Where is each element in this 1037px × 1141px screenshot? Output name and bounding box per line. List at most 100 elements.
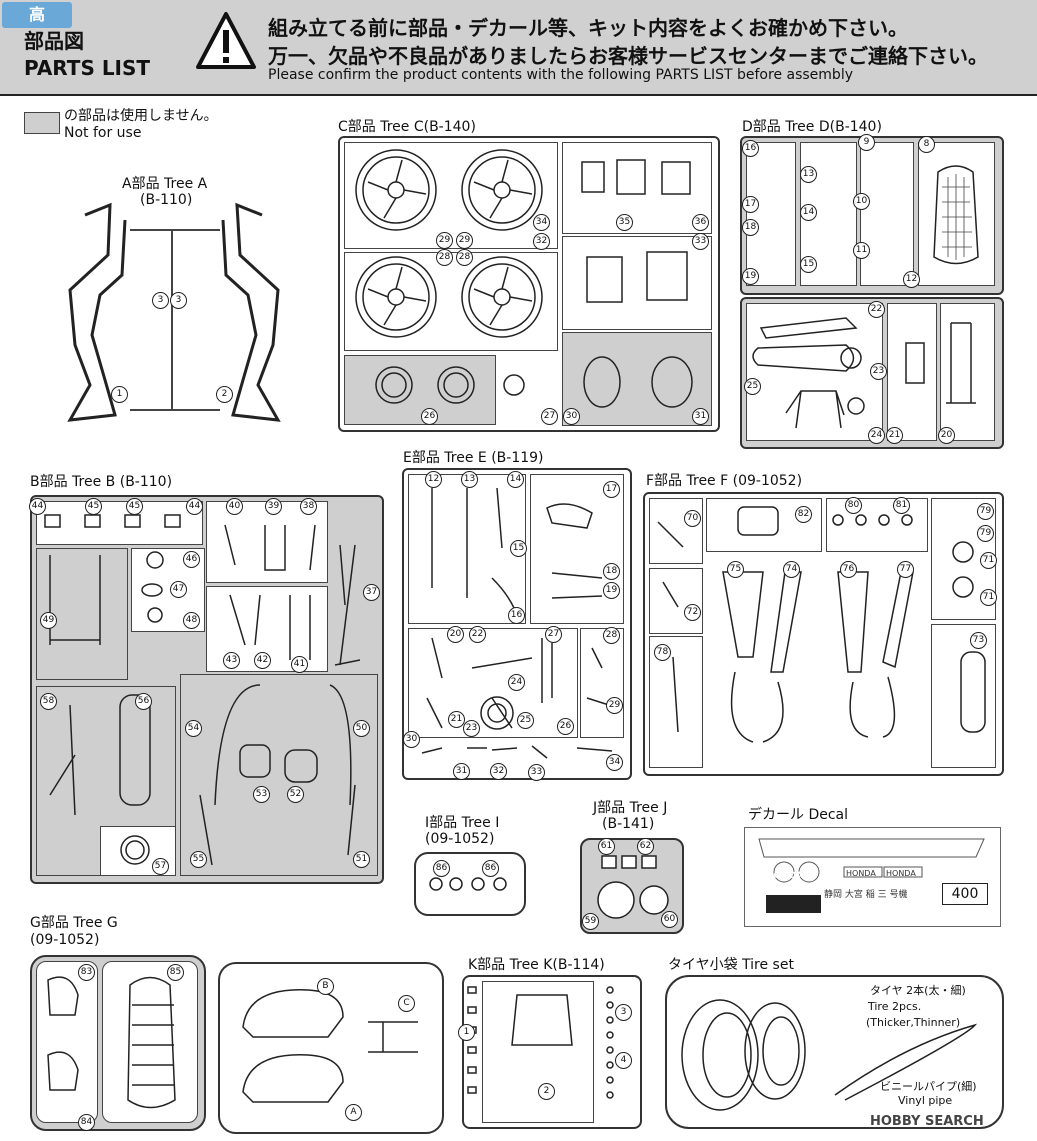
part-number: 22 (868, 301, 885, 318)
decal-honda-logo-1: HONDA (766, 871, 804, 881)
part-number: 33 (692, 233, 709, 250)
tire-text-en-1: Tire 2pcs. (868, 1000, 922, 1013)
warning-text-jp-1: 組み立てる前に部品・デカール等、キット内容をよくお確かめ下さい。 (268, 16, 908, 40)
footer-watermark: HOBBY SEARCH (870, 1114, 984, 1129)
part-number: 55 (190, 851, 207, 868)
part-number: 28 (436, 249, 453, 266)
tree-g-code: (09-1052) (30, 932, 100, 948)
pipe-text-jp: ビニールパイプ(細) (880, 1080, 977, 1093)
part-number: 61 (598, 838, 615, 855)
part-number: 12 (425, 471, 442, 488)
tire-set-frame (665, 975, 1004, 1129)
watermark-logo: 高 (2, 2, 72, 28)
part-number: 35 (616, 214, 633, 231)
part-number: 14 (800, 204, 817, 221)
part-letter: B (317, 978, 334, 995)
part-number: 42 (254, 652, 271, 669)
part-number: 26 (557, 718, 574, 735)
part-number: 32 (533, 233, 550, 250)
part-number: 74 (783, 561, 800, 578)
decal-label: デカール Decal (748, 807, 849, 823)
part-number: 62 (637, 838, 654, 855)
tree-c-parts-panel-top (562, 142, 712, 234)
part-number: 31 (453, 763, 470, 780)
tire-set-drawing (681, 999, 978, 1111)
part-number: 71 (980, 589, 997, 606)
part-number: 34 (606, 754, 623, 771)
part-number: 79 (977, 503, 994, 520)
part-number: 50 (353, 720, 370, 737)
tree-k-drawing (467, 986, 614, 1099)
part-number: 51 (353, 851, 370, 868)
tree-g-frame-tank (218, 962, 444, 1134)
tree-a-label: A部品 Tree A (122, 176, 208, 192)
part-number: 60 (661, 911, 678, 928)
tree-c-wheel-panel-top (344, 142, 558, 249)
decal-price-plate: 400 (942, 883, 988, 905)
part-number: 53 (253, 786, 270, 803)
tree-j-code: (B-141) (602, 816, 655, 832)
tree-k-label: K部品 Tree K(B-114) (468, 957, 605, 973)
tree-e-panel-4 (580, 628, 624, 738)
part-number: 58 (40, 693, 57, 710)
part-number: 34 (533, 214, 550, 231)
part-number: 13 (461, 471, 478, 488)
part-number: 31 (692, 408, 709, 425)
tree-e-panel-2 (530, 474, 624, 624)
warning-text-jp-2: 万一、欠品や不良品がありましたらお客様サービスセンターまでご連絡下さい。 (268, 44, 988, 68)
tree-b-parts-drawing (44, 514, 361, 866)
not-for-use-swatch (24, 112, 60, 134)
part-number: 32 (490, 763, 507, 780)
tree-d-panel-1 (746, 142, 796, 286)
tree-g-tank-drawing (242, 989, 418, 1103)
part-number: 75 (727, 561, 744, 578)
part-number: 84 (78, 1114, 95, 1131)
part-number: 77 (897, 561, 914, 578)
part-number: 37 (363, 584, 380, 601)
part-number: 73 (970, 632, 987, 649)
tree-c-label: C部品 Tree C(B-140) (338, 119, 476, 135)
part-number: 20 (938, 427, 955, 444)
part-number: 22 (469, 626, 486, 643)
decal-artwork (758, 838, 985, 913)
part-number: 21 (448, 711, 465, 728)
part-number: 72 (684, 604, 701, 621)
tree-j-lenses (597, 855, 669, 919)
part-number: 47 (170, 581, 187, 598)
tree-f-panel-3 (826, 498, 928, 552)
page-title-en: PARTS LIST (24, 56, 151, 80)
part-number: 23 (463, 720, 480, 737)
tree-e-label: E部品 Tree E (B-119) (403, 450, 544, 466)
part-number: 54 (185, 720, 202, 737)
part-number: 33 (528, 764, 545, 781)
tree-g-label: G部品 Tree G (30, 915, 118, 931)
tree-d-seat (933, 165, 979, 265)
part-number: 16 (742, 140, 759, 157)
legend-text-jp: の部品は使用しません。 (64, 108, 218, 124)
part-number: 41 (291, 656, 308, 673)
part-number: 85 (167, 964, 184, 981)
tree-e-frame (402, 468, 632, 780)
tree-i-code: (09-1052) (425, 831, 495, 847)
part-number: 4 (615, 1052, 632, 1069)
decal-caption: 静岡 大宮 稲 三 号機 (824, 890, 908, 900)
part-number: 40 (226, 498, 243, 515)
part-number: 14 (507, 471, 524, 488)
warning-icon (196, 12, 256, 69)
part-letter: C (398, 995, 415, 1012)
tree-c-tire-panel (344, 355, 496, 425)
page-title-jp: 部品図 (24, 29, 84, 53)
part-number: 86 (482, 860, 499, 877)
part-number: 71 (980, 552, 997, 569)
decal-honda-logo-3: HONDA (886, 869, 916, 878)
part-number: 27 (545, 626, 562, 643)
part-number: 8 (918, 136, 935, 153)
tree-i-frame (414, 852, 526, 916)
part-number: 27 (541, 408, 558, 425)
part-number: 24 (868, 427, 885, 444)
part-number: 45 (126, 498, 143, 515)
tree-j-label: J部品 Tree J (593, 800, 668, 816)
tree-f-label: F部品 Tree F (09-1052) (646, 473, 803, 489)
part-number: 15 (800, 256, 817, 273)
part-number: 26 (421, 408, 438, 425)
